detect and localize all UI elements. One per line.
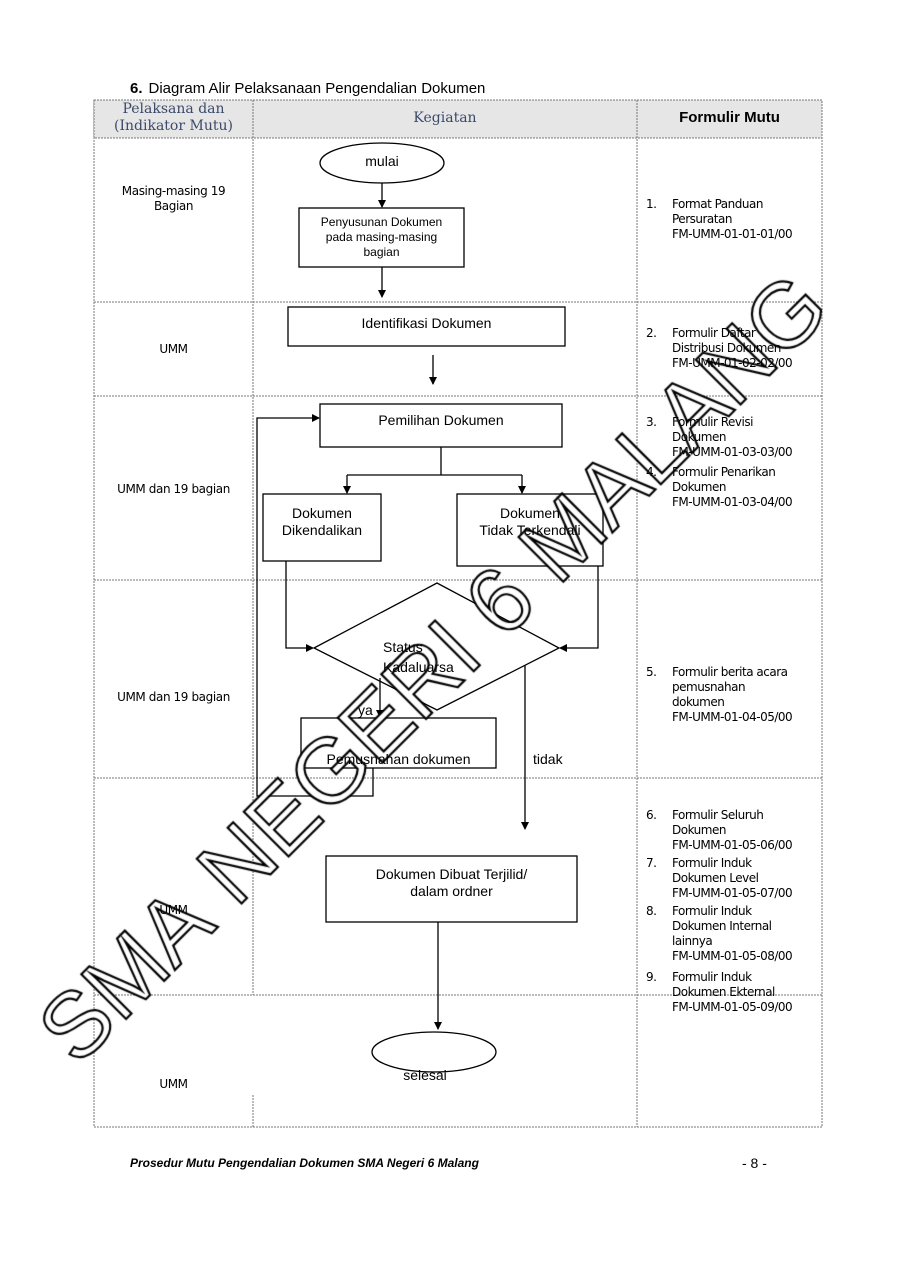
form-line: Formulir Penarikan bbox=[672, 465, 776, 479]
label-line: dalam ordner bbox=[410, 883, 493, 899]
form-line: Dokumen Level bbox=[672, 871, 759, 885]
step-bind-label: Dokumen Dibuat Terjilid/dalam ordner bbox=[326, 866, 577, 900]
form-line: pemusnahan bbox=[672, 680, 746, 694]
form-line: Persuratan bbox=[672, 212, 732, 226]
form-line: FM-UMM-01-05-09/00 bbox=[672, 1000, 793, 1014]
header-actor: Pelaksana dan(Indikator Mutu) bbox=[94, 101, 253, 135]
header-actor-line2: (Indikator Mutu) bbox=[114, 118, 233, 134]
form-number: 1. bbox=[646, 197, 657, 211]
form-line: Formulir Revisi bbox=[672, 415, 753, 429]
form-number: 9. bbox=[646, 970, 657, 984]
label-line: Status bbox=[383, 639, 423, 655]
label-line: bagian bbox=[363, 245, 400, 259]
form-line: Format Panduan bbox=[672, 197, 763, 211]
form-line: FM-UMM-01-01-01/00 bbox=[672, 227, 793, 241]
actor-text: Masing-masing 19 bbox=[121, 184, 226, 198]
step-identify-label: Identifikasi Dokumen bbox=[361, 315, 492, 331]
label-line: Dokumen Dibuat Terjilid/ bbox=[375, 866, 528, 882]
end-label: selesai bbox=[403, 1067, 447, 1083]
form-line: lainnya bbox=[672, 934, 713, 948]
yes-label: ya bbox=[358, 702, 373, 718]
form-line: FM-UMM-01-03-04/00 bbox=[672, 495, 793, 509]
no-label: tidak bbox=[533, 751, 563, 767]
form-line: FM-UMM-01-04-05/00 bbox=[672, 710, 793, 724]
start-label: mulai bbox=[365, 153, 399, 169]
form-line: Dokumen bbox=[672, 430, 726, 444]
page-number: - 8 - bbox=[742, 1155, 767, 1171]
form-line: FM-UMM-01-05-07/00 bbox=[672, 886, 793, 900]
form-line: Dokumen Internal bbox=[672, 919, 772, 933]
footer-text: Prosedur Mutu Pengendalian Dokumen SMA N… bbox=[130, 1156, 479, 1170]
form-line: Formulir Induk bbox=[672, 856, 752, 870]
label-line: Tidak Terkendali bbox=[479, 522, 581, 538]
form-line: Formulir Induk bbox=[672, 904, 752, 918]
label-line: Dokumen bbox=[292, 505, 352, 521]
form-number: 2. bbox=[646, 326, 657, 340]
form-line: FM-UMM-01-03-03/00 bbox=[672, 445, 793, 459]
section-number: 6. bbox=[130, 80, 143, 97]
actor-text: Bagian bbox=[153, 199, 194, 213]
form-number: 8. bbox=[646, 904, 657, 918]
form-line: FM-UMM-01-02-02/00 bbox=[672, 356, 793, 370]
form-line: Formulir Induk bbox=[672, 970, 752, 984]
form-line: Formulir Seluruh bbox=[672, 808, 764, 822]
actor-row-2: UMM bbox=[159, 342, 188, 356]
label-line: Dikendalikan bbox=[281, 522, 363, 538]
form-number: 4. bbox=[646, 465, 657, 479]
form-line: Formulir Daftar bbox=[672, 326, 756, 340]
form-number: 3. bbox=[646, 415, 657, 429]
section-title: 6. Diagram Alir Pelaksanaan Pengendalian … bbox=[130, 80, 485, 97]
actor-row-4: UMM dan 19 bagian bbox=[117, 690, 230, 704]
form-line: FM-UMM-01-05-06/00 bbox=[672, 838, 793, 852]
form-number: 7. bbox=[646, 856, 657, 870]
label-line: Penyusunan Dokumen bbox=[320, 215, 443, 229]
form-line: Dokumen bbox=[672, 823, 726, 837]
section-title-text: Diagram Alir Pelaksanaan Pengendalian Do… bbox=[148, 80, 486, 97]
label-line: pada masing-masing bbox=[325, 230, 438, 244]
form-line: dokumen bbox=[672, 695, 725, 709]
header-activity: Kegiatan bbox=[413, 110, 477, 126]
actor-row-5: UMM bbox=[159, 903, 188, 917]
label-line: Kadaluarsa bbox=[383, 659, 454, 675]
header-actor-line1: Pelaksana dan bbox=[122, 101, 225, 117]
actor-row-6: UMM bbox=[159, 1077, 188, 1091]
form-number: 5. bbox=[646, 665, 657, 679]
form-line: Distribusi Dokumen bbox=[672, 341, 781, 355]
header-forms: Formulir Mutu bbox=[679, 109, 780, 126]
form-number: 6. bbox=[646, 808, 657, 822]
form-line: Formulir berita acara bbox=[672, 665, 788, 679]
form-line: FM-UMM-01-05-08/00 bbox=[672, 949, 793, 963]
actor-row-3: UMM dan 19 bagian bbox=[117, 482, 230, 496]
form-line: Dokumen bbox=[672, 480, 726, 494]
step-select-label: Pemilihan Dokumen bbox=[378, 412, 504, 428]
form-line: Dokumen Ekternal bbox=[672, 985, 775, 999]
label-line: Dokumen bbox=[500, 505, 560, 521]
step-destroy-label: Pemusnahan dokumen bbox=[326, 751, 471, 767]
